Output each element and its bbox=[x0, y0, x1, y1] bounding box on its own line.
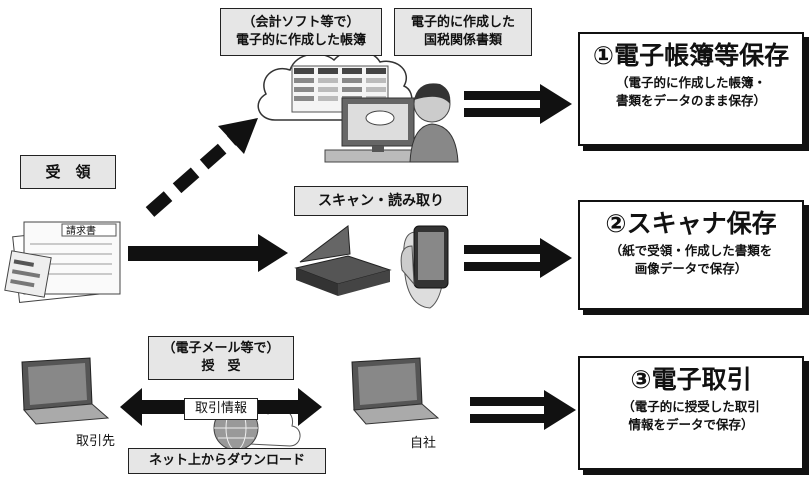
result-box-scanner: ②スキャナ保存 （紙で受領・作成した書類を 画像データで保存） bbox=[578, 200, 804, 310]
output-arrow-3-icon bbox=[470, 390, 576, 430]
output-arrow-1-icon bbox=[464, 84, 572, 124]
result-description: （電子的に作成した帳簿・ 書類をデータのまま保存） bbox=[615, 74, 766, 108]
smartphone-hand-icon bbox=[400, 225, 449, 309]
label-transaction-info: 取引情報 bbox=[184, 398, 258, 420]
result-description: （紙で受領・作成した書類を 画像データで保存） bbox=[609, 242, 773, 276]
result-box-electronic-transaction: ③電子取引 （電子的に授受した取引 情報をデータで保存） bbox=[578, 356, 804, 470]
result-box-electronic-books: ①電子帳簿等保存 （電子的に作成した帳簿・ 書類をデータのまま保存） bbox=[578, 32, 804, 146]
scanner-icon bbox=[294, 225, 392, 296]
dashed-arrow-icon bbox=[145, 118, 258, 217]
label-accounting-software: （会計ソフト等で） 電子的に作成した帳簿 bbox=[220, 8, 382, 56]
invoice-paper-icon bbox=[4, 221, 121, 303]
result-title: ②スキャナ保存 bbox=[605, 209, 777, 238]
result-title: ①電子帳簿等保存 bbox=[592, 41, 790, 70]
person-at-computer-icon bbox=[324, 83, 459, 163]
result-description: （電子的に授受した取引 情報をデータで保存） bbox=[622, 398, 760, 432]
label-email: （電子メール等で） 授 受 bbox=[148, 336, 294, 380]
label-own-company: 自社 bbox=[410, 436, 437, 451]
label-receipt: 受 領 bbox=[20, 155, 116, 189]
result-title: ③電子取引 bbox=[630, 365, 752, 394]
label-download: ネット上からダウンロード bbox=[128, 448, 326, 474]
invoice-title: 請求書 bbox=[66, 226, 96, 237]
label-scan: スキャン・読み取り bbox=[294, 186, 468, 216]
label-counterparty: 取引先 bbox=[76, 434, 116, 449]
output-arrow-2-icon bbox=[464, 238, 572, 278]
horizontal-arrow-icon bbox=[128, 234, 288, 272]
laptop-left-icon bbox=[21, 357, 110, 425]
laptop-right-icon bbox=[351, 357, 440, 425]
label-tax-documents: 電子的に作成した 国税関係書類 bbox=[394, 8, 532, 56]
